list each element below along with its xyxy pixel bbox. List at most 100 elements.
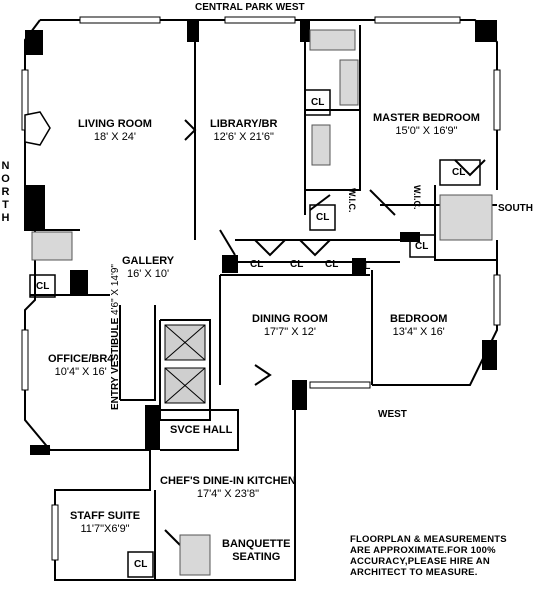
room-master-dim: 15'0" X 16'9" [395,125,458,137]
room-vestibule: ENTRY VESTIBULE 4'6" X 14'9" [110,264,122,410]
closet-label: CL [316,212,330,223]
room-gallery: GALLERY 16' X 10' [122,255,174,281]
column [30,445,50,455]
sink [311,124,331,166]
closet-label: CL [134,559,148,570]
room-vestibule-dim: 4'6" X 14'9" [110,264,121,315]
room-dining-name: DINING ROOM [252,313,328,325]
room-dining: DINING ROOM 17'7" X 12' [252,313,328,339]
door-swing [309,194,331,211]
closet-label: CL [452,167,466,178]
closet-label: CL [250,259,264,270]
column [292,380,307,410]
tub [309,29,356,51]
compass-bottom: WEST [378,409,407,420]
door-swing [164,529,181,546]
room-kitchen: CHEF'S DINE-IN KITCHEN 17'4" X 23'8" [160,475,296,501]
room-staff-dim: 11'7"X6'9" [80,523,130,535]
wic-label: W.I.C. [347,188,357,213]
room-dining-dim: 17'7" X 12' [263,326,316,338]
window [309,381,371,389]
room-living-name: LIVING ROOM [78,118,152,130]
closet [127,551,154,578]
vanity [439,194,493,241]
window [374,16,461,24]
window [21,329,29,391]
column [25,185,45,230]
disclaimer-note: FLOORPLAN & MEASUREMENTS ARE APPROXIMATE… [350,534,507,578]
room-banquette-name: BANQUETTE [222,538,291,550]
closet [409,234,436,258]
wall-elevator [159,319,211,421]
room-svce-hall: SVCE HALL [170,424,233,436]
fireplace [24,111,51,146]
column [187,20,199,42]
room-master: MASTER BEDROOM 15'0" X 16'9" [373,112,480,138]
column [70,270,88,295]
wall-vestibule [120,305,156,401]
compass-left: NORTH [1,160,13,224]
closet [439,159,481,186]
column [222,255,238,273]
closet-label: CL [357,261,371,272]
column [300,20,310,42]
note-line: ARE APPROXIMATE.FOR 100% [350,545,496,556]
room-vestibule-name: ENTRY VESTIBULE [110,317,121,410]
room-gallery-dim: 16' X 10' [127,268,170,280]
door-swing [184,119,197,141]
wall-south-bath [434,185,497,261]
column [475,20,497,42]
window [79,16,161,24]
column [145,405,160,450]
note-line: ARCHITECT TO MEASURE. [350,567,478,578]
room-library-name: LIBRARY/BR [210,118,278,130]
room-living-dim: 18' X 24' [93,131,137,143]
room-master-name: MASTER BEDROOM [373,112,480,124]
room-gallery-name: GALLERY [122,255,175,267]
door-swing [369,189,396,216]
sink [31,231,73,261]
room-kitchen-dim: 17'4" X 23'8" [196,488,259,500]
closet-label: CL [290,259,304,270]
closet-label: CL [325,259,339,270]
room-banquette: BANQUETTE SEATING [222,538,290,564]
closet [309,204,336,231]
door-swing [219,229,236,256]
door-swing [299,239,331,257]
window [51,504,59,561]
room-office-name: OFFICE/BR4 [48,353,114,365]
room-bedroom-name: BEDROOM [390,313,448,325]
room-kitchen-name: CHEF'S DINE-IN KITCHEN [160,475,296,487]
closet-label: CL [36,281,50,292]
closet-label: CL [415,241,429,252]
room-living: LIVING ROOM 18' X 24' [78,118,152,144]
column [482,340,497,370]
wall-svce-hall [160,409,239,451]
closet [304,89,331,116]
room-library: LIBRARY/BR 12'6' X 21'6" [210,118,277,144]
room-library-dim: 12'6' X 21'6" [213,131,274,143]
vanity [339,59,359,106]
room-bedroom-dim: 13'4" X 16' [392,326,445,338]
column [352,258,366,274]
window [493,69,501,131]
room-banquette-name2: SEATING [232,551,281,563]
column [25,30,43,55]
room-office: OFFICE/BR4 10'4" X 16' [48,353,113,379]
wall-baths [305,109,361,191]
wic-label: W.I.C. [412,185,422,210]
door-swing [254,239,286,257]
note-line: FLOORPLAN & MEASUREMENTS [350,534,507,545]
closet [29,274,56,298]
window [224,16,296,24]
room-office-dim: 10'4" X 16' [54,366,107,378]
window [493,274,501,326]
room-bedroom: BEDROOM 13'4" X 16' [390,313,447,339]
closet-label: CL [311,97,325,108]
door-swing [254,364,272,386]
compass-top: CENTRAL PARK WEST [195,2,305,13]
sink [179,534,211,576]
compass-right: SOUTH [498,203,533,214]
room-staff-name: STAFF SUITE [70,510,141,522]
